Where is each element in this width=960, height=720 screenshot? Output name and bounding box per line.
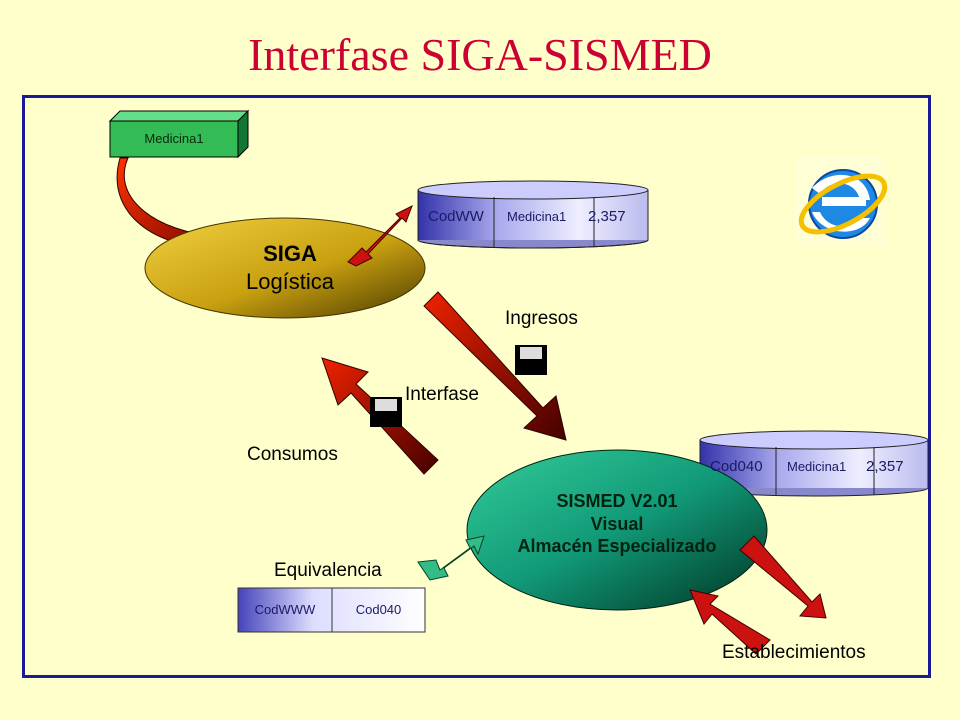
sismed-ellipse — [466, 449, 768, 611]
ingresos-label: Ingresos — [505, 308, 578, 329]
equivalencia-table — [237, 587, 426, 633]
floppy-disk-icon — [515, 345, 547, 375]
sismed-database-cylinder — [699, 430, 929, 497]
medicina-box-label: Medicina1 — [144, 131, 204, 146]
siga-db-item: Medicina1 — [507, 209, 567, 224]
browser-icon — [796, 156, 888, 246]
siga-subtitle: Logística — [245, 268, 335, 294]
sismed-subtitle: Visual — [590, 513, 644, 534]
consumos-label: Consumos — [247, 444, 338, 465]
equivalencia-col1: CodWWW — [254, 602, 316, 617]
establecimientos-out-arrow — [739, 535, 827, 619]
floppy-disk-icon — [370, 397, 402, 427]
slide-title: Interfase SIGA-SISMED — [248, 29, 712, 80]
siga-db-value: 2,357 — [588, 208, 626, 225]
siga-ellipse — [144, 217, 426, 319]
establecimientos-in-arrow — [689, 589, 771, 655]
siga-label: SIGA Logística — [205, 240, 375, 295]
establecimientos-label: Establecimientos — [722, 642, 866, 663]
interfase-label: Interfase — [405, 384, 479, 405]
siga-database-cylinder — [417, 180, 649, 249]
sismed-db-value: 2,357 — [866, 458, 904, 475]
equivalencia-double-arrow — [417, 535, 485, 581]
ingresos-arrow — [423, 291, 567, 441]
diagram-frame — [22, 95, 931, 678]
siga-title: SIGA — [263, 241, 317, 266]
sismed-db-code: Cod040 — [710, 458, 763, 475]
siga-db-code: CodWW — [428, 208, 484, 225]
siga-db-double-arrow — [347, 204, 413, 267]
sismed-title: SISMED V2.01 — [556, 491, 678, 511]
sismed-label: SISMED V2.01 Visual Almacén Especializad… — [480, 490, 754, 558]
equivalencia-col2: Cod040 — [355, 602, 402, 617]
equivalencia-label: Equivalencia — [274, 560, 382, 581]
sismed-role: Almacén Especializado — [517, 536, 717, 556]
sismed-db-item: Medicina1 — [787, 459, 847, 474]
medicina-box — [108, 109, 250, 159]
